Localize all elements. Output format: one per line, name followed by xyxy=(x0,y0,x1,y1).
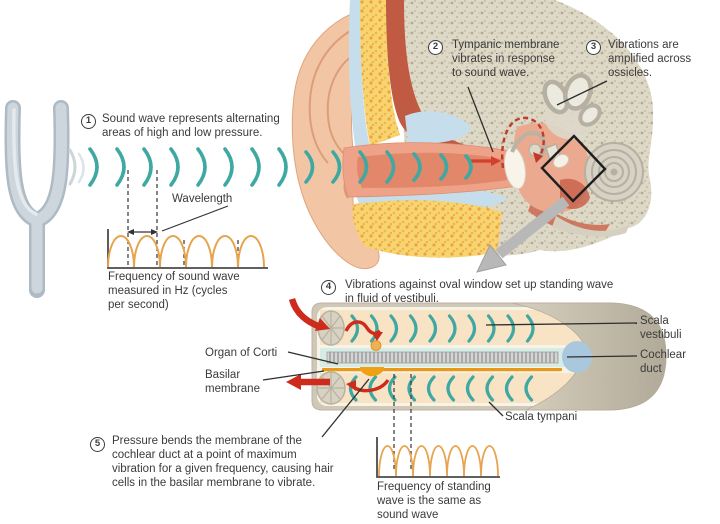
vestibuli-standing-wave-arcs xyxy=(350,314,535,343)
plot-axis xyxy=(107,229,268,269)
sound-frequency-caption: Frequency of sound wave measured in Hz (… xyxy=(108,271,240,312)
step-1-text: Sound wave represents alternating areas … xyxy=(102,113,280,140)
step-1-number: 1 xyxy=(81,114,96,129)
scala-tympani-label: Scala tympani xyxy=(505,411,578,423)
step5-pointer xyxy=(321,378,370,438)
cavity-muscle-patch xyxy=(560,178,590,210)
membrane-bump xyxy=(360,367,384,377)
organ-of-corti-label: Organ of Corti xyxy=(205,347,278,359)
cochlear-duct-label: Cochlear duct xyxy=(640,349,687,376)
sound-wave-arcs xyxy=(88,147,473,187)
outer-ear-pinna xyxy=(291,4,386,270)
scala-vestibuli-label: Scala vestibuli xyxy=(640,315,682,342)
sound-frequency-plot xyxy=(107,229,268,269)
cochlea-tube xyxy=(286,297,667,411)
standing-frequency-caption: Frequency of standing wave is the same a… xyxy=(377,481,491,522)
basilar-membrane-label: Basilar membrane xyxy=(205,369,260,396)
step-3-number: 3 xyxy=(586,40,601,55)
plot-wave xyxy=(378,445,499,477)
standing-wave-markers xyxy=(393,374,412,472)
tympani-standing-wave-arcs xyxy=(348,375,534,402)
step-2-number: 2 xyxy=(428,40,443,55)
scala-vestibuli-pointer xyxy=(485,322,638,326)
cartilage-strip xyxy=(348,0,370,152)
basilar-membrane-pointer xyxy=(262,370,325,381)
step-5-number: 5 xyxy=(90,437,105,452)
focus-square xyxy=(540,134,607,203)
oval-window xyxy=(552,153,570,169)
wavelength-label: Wavelength xyxy=(172,193,233,205)
cartilage-pocket-upper xyxy=(405,111,472,144)
step-5-text: Pressure bends the membrane of the cochl… xyxy=(112,435,334,490)
step-2-text: Tympanic membrane vibrates in response t… xyxy=(452,39,560,80)
step-4-text: Vibrations against oval window set up st… xyxy=(345,279,614,306)
step-4-number: 4 xyxy=(321,280,336,295)
max-vibration-dot xyxy=(370,340,382,351)
fat-strip-upper xyxy=(360,0,400,146)
fat-region-lower xyxy=(352,200,502,258)
basilar-membrane-line xyxy=(322,368,562,372)
zoom-arrow xyxy=(476,196,570,273)
ossicle-vibration-arrow xyxy=(501,116,545,169)
outflow-red-arrow xyxy=(286,374,330,390)
scala-tympani-pointer xyxy=(488,401,504,417)
cochlear-duct-pointer xyxy=(566,355,638,358)
wavelength-arrow xyxy=(127,205,229,235)
eustachian-streak xyxy=(552,216,630,237)
step3-pointer-line xyxy=(556,80,608,106)
tympani-wave-arrow xyxy=(346,378,390,393)
organ-of-corti-pointer xyxy=(287,351,339,365)
ear-canal-inner xyxy=(357,152,507,188)
step2-pointer-line xyxy=(467,86,494,153)
organ-of-corti-strip xyxy=(326,351,559,364)
cochlea-spiral xyxy=(584,142,644,202)
step-3-text: Vibrations are amplified across ossicles… xyxy=(608,39,692,80)
standing-frequency-plot xyxy=(376,437,500,478)
pointer-lines xyxy=(262,322,638,438)
tympani-cut-end xyxy=(316,371,346,405)
malleus xyxy=(510,131,547,160)
plot-wave xyxy=(107,235,265,268)
canal-red-arrow xyxy=(470,156,501,166)
fork-vibration-arcs xyxy=(68,148,85,186)
head-cross-section xyxy=(291,0,654,273)
vestibuli-wave-arrow xyxy=(344,320,383,341)
inflow-red-arrow xyxy=(288,297,330,331)
tympanic-membrane xyxy=(503,146,527,190)
ossicles xyxy=(510,73,602,169)
tuning-fork xyxy=(4,100,70,298)
eustachian-tube xyxy=(528,198,610,235)
plot-axis xyxy=(376,437,500,478)
